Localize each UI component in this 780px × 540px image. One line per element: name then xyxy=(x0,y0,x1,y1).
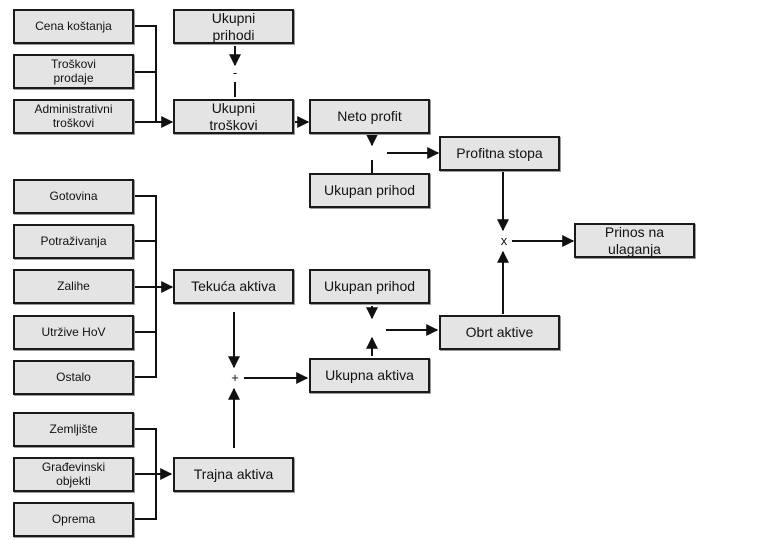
label-trajna-aktiva: Trajna aktiva xyxy=(193,466,274,483)
label-zemljiste: Zemljište xyxy=(49,421,98,436)
label-utrzive-hov: Utržive HoV xyxy=(41,324,106,339)
box-zalihe: Zalihe xyxy=(13,269,134,304)
label-prinos-na-ulaganja: Prinos na ulaganja xyxy=(604,224,665,257)
box-potrazivanja: Potraživanja xyxy=(13,224,134,259)
label-ukupni-troskovi: Ukupni troškovi xyxy=(209,100,258,133)
label-oprema: Oprema xyxy=(51,511,96,526)
label-gradjevinski-objekti: Građevinski objekti xyxy=(41,459,106,488)
label-ukupna-aktiva: Ukupna aktiva xyxy=(325,367,414,384)
label-tekuca-aktiva: Tekuća aktiva xyxy=(191,278,276,295)
box-trajna-aktiva: Trajna aktiva xyxy=(173,457,294,492)
box-oprema: Oprema xyxy=(13,502,134,537)
label-gotovina: Gotovina xyxy=(49,188,98,203)
label-zalihe: Zalihe xyxy=(57,278,90,293)
cost-bracket xyxy=(133,25,157,122)
box-profitna-stopa: Profitna stopa xyxy=(439,136,560,171)
box-ukupan-prihod-2: Ukupan prihod xyxy=(309,269,430,304)
label-profitna-stopa: Profitna stopa xyxy=(456,145,543,162)
label-ostalo: Ostalo xyxy=(56,369,91,384)
box-ukupna-aktiva: Ukupna aktiva xyxy=(309,358,430,393)
operator-plus: + xyxy=(231,370,239,385)
box-troskovi-prodaje: Troškovi prodaje xyxy=(13,54,134,89)
operator-minus: - xyxy=(232,65,238,80)
box-ostalo: Ostalo xyxy=(13,360,134,395)
label-neto-profit: Neto profit xyxy=(337,108,402,125)
box-administrativni-troskovi: Administrativni troškovi xyxy=(13,99,134,134)
box-tekuca-aktiva: Tekuća aktiva xyxy=(173,269,294,304)
label-troskovi-prodaje: Troškovi prodaje xyxy=(51,56,96,85)
operator-multiply: x xyxy=(500,233,508,248)
box-ukupni-troskovi: Ukupni troškovi xyxy=(173,99,294,134)
label-ukupan-prihod-2: Ukupan prihod xyxy=(323,278,416,295)
label-ukupan-prihod-1: Ukupan prihod xyxy=(323,182,416,199)
box-ukupni-prihodi: Ukupni prihodi xyxy=(173,9,294,44)
label-administrativni-troskovi: Administrativni troškovi xyxy=(34,101,113,130)
box-obrt-aktive: Obrt aktive xyxy=(439,315,560,350)
label-potrazivanja: Potraživanja xyxy=(40,233,107,248)
box-utrzive-hov: Utržive HoV xyxy=(13,315,134,350)
box-neto-profit: Neto profit xyxy=(309,99,430,134)
box-cena-kostanja: Cena koštanja xyxy=(13,9,134,44)
box-ukupan-prihod-1: Ukupan prihod xyxy=(309,173,430,208)
label-ukupni-prihodi: Ukupni prihodi xyxy=(211,10,256,43)
label-cena-kostanja: Cena koštanja xyxy=(35,18,112,33)
label-obrt-aktive: Obrt aktive xyxy=(465,324,534,341)
box-gotovina: Gotovina xyxy=(13,179,134,214)
box-zemljiste: Zemljište xyxy=(13,412,134,447)
box-prinos-na-ulaganja: Prinos na ulaganja xyxy=(574,223,695,258)
box-gradjevinski-objekti: Građevinski objekti xyxy=(13,457,134,492)
